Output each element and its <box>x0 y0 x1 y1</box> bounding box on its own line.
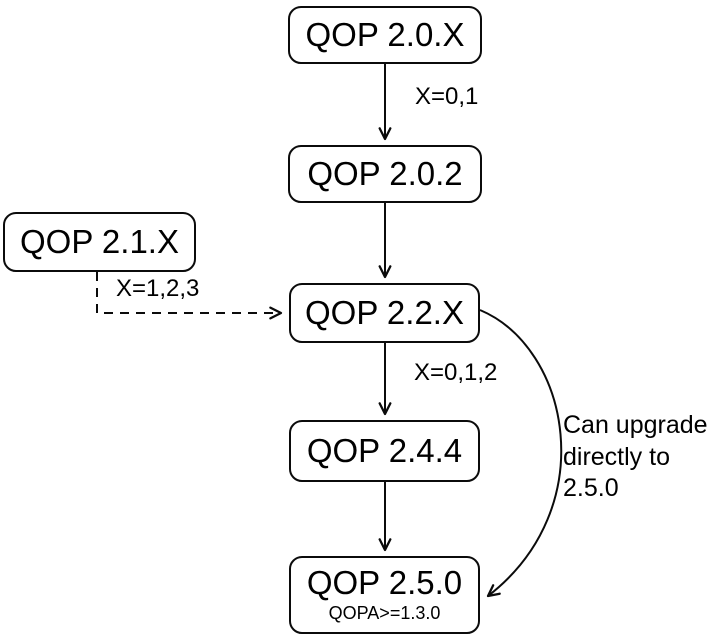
node-qop-2-5-0: QOP 2.5.0 QOPA>=1.3.0 <box>289 556 480 634</box>
edge-label-x-0-1: X=0,1 <box>415 83 479 110</box>
node-qop-2-0-x: QOP 2.0.X <box>288 6 482 64</box>
node-qop-2-0-2-label: QOP 2.0.2 <box>307 154 463 192</box>
edge-qop22x-to-qop250-curved <box>479 309 563 598</box>
node-qop-2-2-x: QOP 2.2.X <box>289 283 480 343</box>
edge-qop21x-to-qop22x-dashed <box>96 272 283 320</box>
node-qop-2-1-x-label: QOP 2.1.X <box>20 222 179 260</box>
node-qop-2-0-2: QOP 2.0.2 <box>288 145 482 203</box>
edge-label-can-upgrade-directly: Can upgrade directly to 2.5.0 <box>563 411 708 502</box>
node-qop-2-2-x-label: QOP 2.2.X <box>305 293 464 331</box>
node-qop-2-5-0-sublabel: QOPA>=1.3.0 <box>328 602 441 623</box>
node-qop-2-4-4-label: QOP 2.4.4 <box>306 431 463 469</box>
node-qop-2-1-x: QOP 2.1.X <box>3 212 196 272</box>
node-qop-2-0-x-label: QOP 2.0.X <box>305 15 465 53</box>
edge-label-x-1-2-3: X=1,2,3 <box>116 275 200 302</box>
node-qop-2-4-4: QOP 2.4.4 <box>289 420 480 482</box>
edge-label-x-0-1-2: X=0,1,2 <box>414 359 498 386</box>
node-qop-2-5-0-label: QOP 2.5.0 <box>306 564 463 602</box>
